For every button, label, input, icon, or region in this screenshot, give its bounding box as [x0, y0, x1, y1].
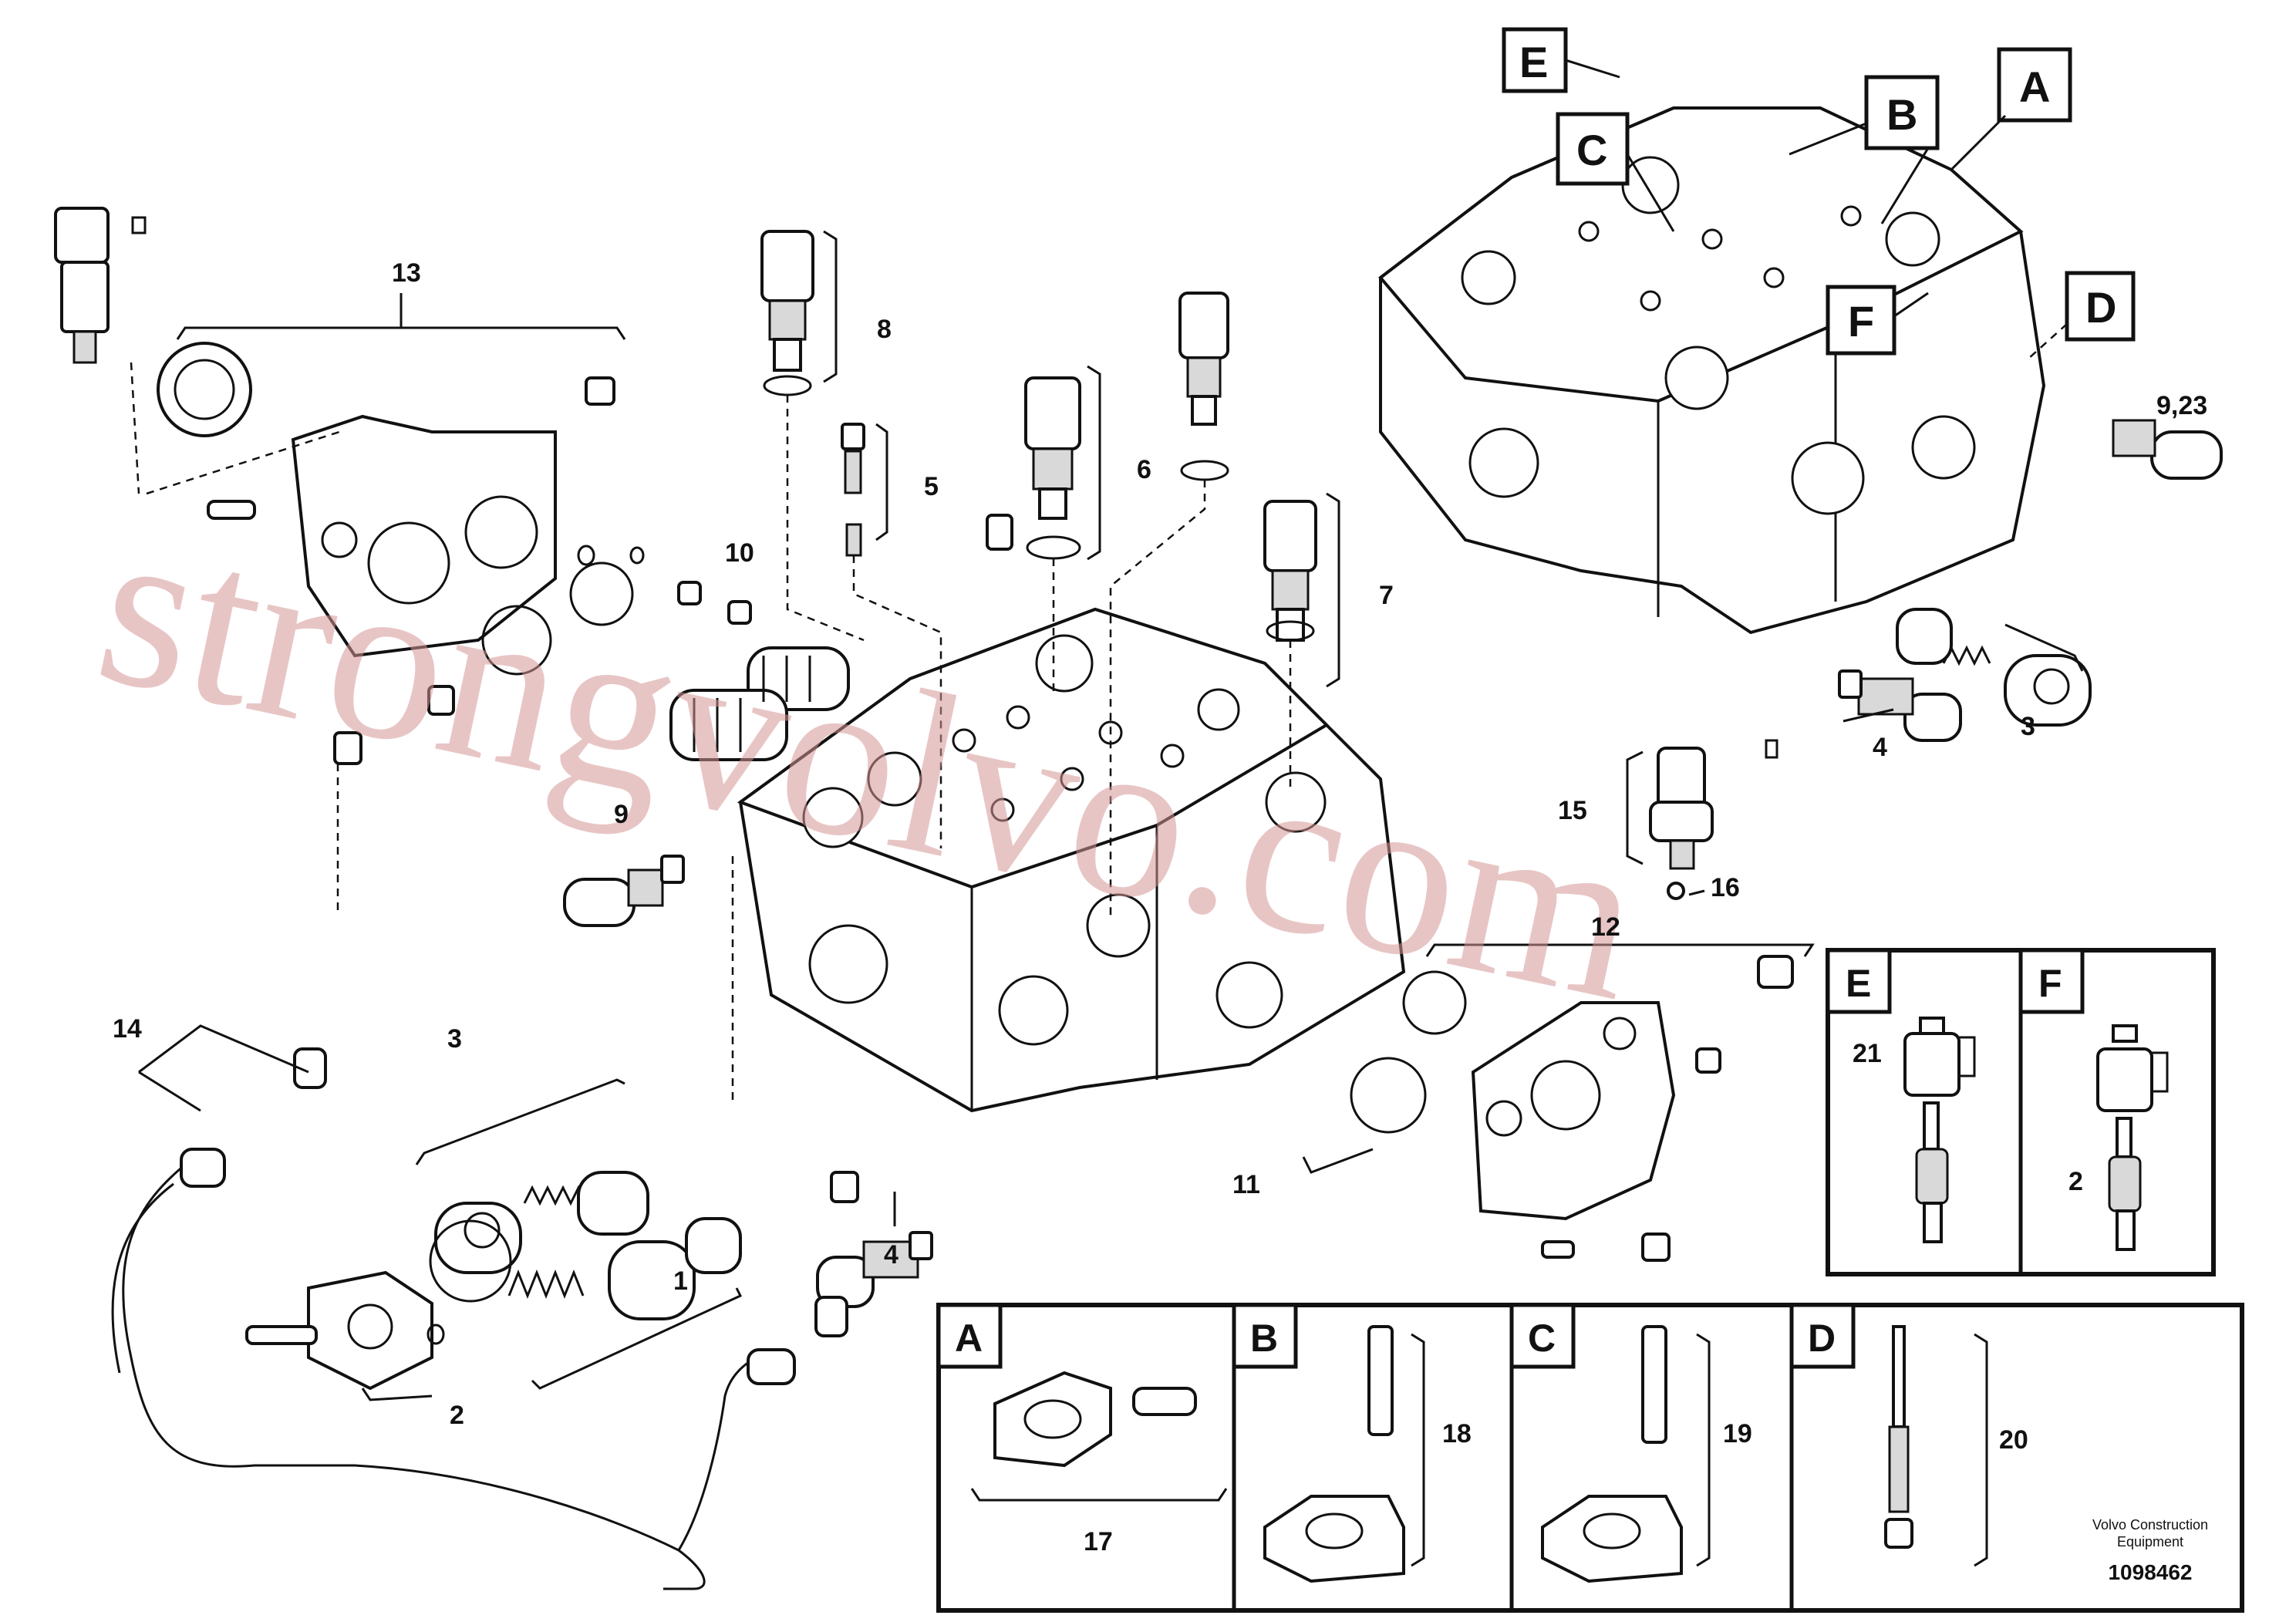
callout-19: 19: [1723, 1419, 1752, 1448]
view-label-c: C: [1576, 126, 1607, 174]
spring-assembly-1: [429, 1217, 742, 1320]
panel-label-d: D: [1808, 1317, 1836, 1360]
callout-21: 21: [1853, 1039, 1882, 1068]
solenoid-valve-13: [54, 207, 147, 364]
callout-20: 20: [1999, 1425, 2028, 1455]
view-label-d: D: [2085, 283, 2116, 332]
relief-valve-6: [986, 376, 1081, 560]
relief-valve-8: [760, 230, 814, 396]
dashed-guides: [130, 362, 1292, 1103]
callout-15: 15: [1558, 796, 1587, 825]
callout-14: 14: [113, 1014, 142, 1044]
callout-8: 8: [877, 315, 892, 344]
panel-label-e: E: [1846, 962, 1871, 1005]
check-valve-4-right: [1838, 669, 1962, 742]
callout-3-left: 3: [447, 1024, 462, 1054]
callout-10: 10: [725, 538, 754, 568]
callout-12: 12: [1591, 912, 1620, 942]
o-rings-13: [481, 545, 645, 676]
panel-label-c: C: [1528, 1317, 1556, 1360]
callout-13: 13: [392, 258, 421, 288]
panel-label-b: B: [1250, 1317, 1278, 1360]
callout-18: 18: [1442, 1419, 1472, 1448]
right-end-cover-12: [1350, 955, 1794, 1262]
panel-label-f: F: [2038, 962, 2062, 1005]
valve-9: [563, 855, 685, 927]
callout-2-panel-f: 2: [2068, 1167, 2083, 1196]
valve-5: [841, 423, 865, 557]
relief-valve-8b: [1178, 292, 1229, 481]
callout-3-right: 3: [2021, 712, 2035, 741]
view-label-f: F: [1848, 297, 1874, 346]
left-end-cover: [157, 342, 557, 658]
callout-5: 5: [924, 472, 939, 501]
credit-line-1: Volvo Construction: [2092, 1517, 2208, 1533]
callout-17: 17: [1084, 1527, 1113, 1556]
main-valve-block: [737, 607, 1406, 1113]
callout-4-left: 4: [884, 1240, 899, 1270]
view-label-boxes: [1502, 27, 2136, 359]
callout-9: 9: [614, 800, 629, 829]
spools-10: [669, 646, 850, 761]
callout-16: 16: [1711, 873, 1740, 902]
callout-leaders: [138, 293, 2084, 1401]
callout-2: 2: [450, 1401, 464, 1430]
credit-line-2: Equipment: [2117, 1534, 2183, 1549]
callout-4-right: 4: [1873, 733, 1887, 762]
solenoid-15: [1649, 739, 1778, 900]
callout-11: 11: [1232, 1170, 1260, 1199]
callout-7: 7: [1379, 581, 1394, 610]
spring-cap-3-left: [434, 1171, 649, 1274]
relief-valve-7: [1263, 500, 1317, 642]
valve-9-23: [2112, 419, 2223, 480]
panel-label-a: A: [955, 1317, 983, 1360]
callout-6: 6: [1137, 455, 1151, 484]
view-label-a: A: [2019, 62, 2050, 111]
plugs-left: [207, 376, 752, 765]
check-valve-4-left: [816, 1171, 933, 1308]
document-number: 1098462: [2108, 1560, 2192, 1584]
callout-brackets-top: [823, 230, 1340, 688]
detail-panels-abcd: [936, 1303, 2244, 1613]
spring-cap-3-right: [1896, 608, 2092, 727]
overview-valve-block: [1378, 106, 2046, 635]
detail-panels-ef: [1826, 948, 2216, 1276]
callout-9-23: 9,23: [2156, 391, 2207, 420]
view-label-e: E: [1519, 38, 1548, 86]
pipe-14: [111, 1047, 848, 1590]
view-label-b: B: [1886, 90, 1917, 139]
cover-2: [245, 1270, 445, 1391]
callout-1: 1: [673, 1266, 688, 1296]
